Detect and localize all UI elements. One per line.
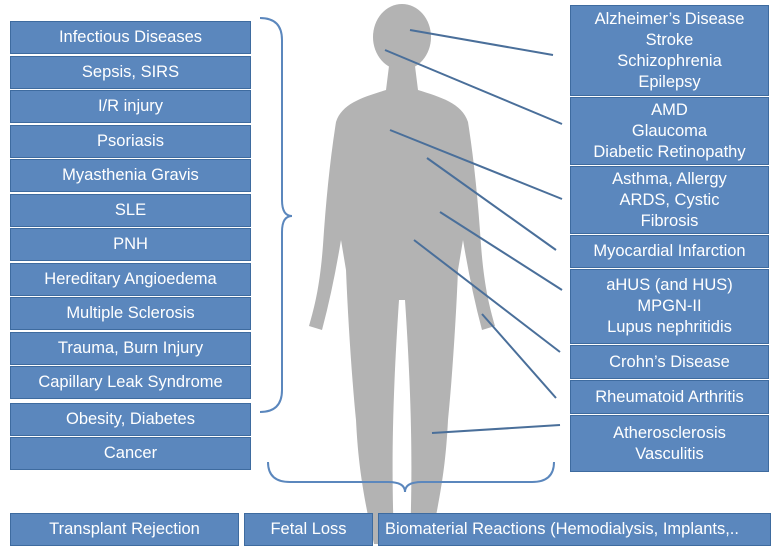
bottom-item-biomaterial-reactions: Biomaterial Reactions (Hemodialysis, Imp… [378, 513, 771, 546]
right-item-line: Crohn’s Disease [609, 352, 730, 373]
right-item-line: MPGN-II [637, 296, 701, 317]
left-brace [260, 18, 292, 412]
right-item-line: Epilepsy [638, 72, 700, 93]
bottom-item-label: Fetal Loss [270, 519, 346, 540]
left-item-label: I/R injury [98, 96, 163, 117]
bottom-brace [268, 462, 554, 492]
left-item-multiple-sclerosis: Multiple Sclerosis [10, 297, 251, 330]
left-item-capillary-leak-syndrome: Capillary Leak Syndrome [10, 366, 251, 399]
connector-joint [482, 314, 556, 398]
head-shape [373, 4, 431, 70]
right-item-gut-diseases: Crohn’s Disease [570, 345, 769, 379]
right-item-heart-diseases: Myocardial Infarction [570, 235, 769, 268]
bottom-item-fetal-loss: Fetal Loss [244, 513, 373, 546]
left-item-psoriasis: Psoriasis [10, 125, 251, 158]
left-item-label: Myasthenia Gravis [62, 165, 199, 186]
left-item-label: Cancer [104, 443, 157, 464]
right-item-line: Diabetic Retinopathy [593, 142, 745, 163]
left-item-label: Hereditary Angioedema [44, 269, 216, 290]
right-item-line: Vasculitis [635, 444, 703, 465]
right-item-line: Atherosclerosis [613, 423, 726, 444]
left-item-hereditary-angioedema: Hereditary Angioedema [10, 263, 251, 296]
left-item-label: SLE [115, 200, 146, 221]
right-item-line: Rheumatoid Arthritis [595, 387, 744, 408]
connector-vessel [432, 425, 560, 433]
left-item-label: Trauma, Burn Injury [58, 338, 203, 359]
left-item-cancer: Cancer [10, 437, 251, 470]
right-item-vessel-diseases: Atherosclerosis Vasculitis [570, 415, 769, 472]
left-item-myasthenia-gravis: Myasthenia Gravis [10, 159, 251, 192]
right-item-line: Alzheimer’s Disease [595, 9, 745, 30]
left-item-label: Obesity, Diabetes [66, 409, 195, 430]
left-item-label: Multiple Sclerosis [66, 303, 194, 324]
right-item-line: Schizophrenia [617, 51, 722, 72]
bottom-item-label: Biomaterial Reactions (Hemodialysis, Imp… [385, 514, 739, 545]
right-item-brain-diseases: Alzheimer’s Disease Stroke Schizophrenia… [570, 5, 769, 96]
connector-brain [410, 30, 553, 55]
right-item-kidney-diseases: aHUS (and HUS) MPGN-II Lupus nephritidis [570, 269, 769, 344]
bottom-item-transplant-rejection: Transplant Rejection [10, 513, 239, 546]
left-item-pnh: PNH [10, 228, 251, 261]
right-item-line: Stroke [646, 30, 694, 51]
right-item-joint-diseases: Rheumatoid Arthritis [570, 380, 769, 414]
left-item-trauma-burn-injury: Trauma, Burn Injury [10, 332, 251, 365]
left-item-obesity-diabetes: Obesity, Diabetes [10, 403, 251, 436]
right-item-line: ARDS, Cystic [620, 190, 720, 211]
right-item-line: AMD [651, 100, 688, 121]
left-item-infectious-diseases: Infectious Diseases [10, 21, 251, 54]
bottom-item-label: Transplant Rejection [49, 519, 200, 540]
left-item-label: Sepsis, SIRS [82, 62, 179, 83]
right-item-lung-diseases: Asthma, Allergy ARDS, Cystic Fibrosis [570, 166, 769, 234]
right-item-line: Glaucoma [632, 121, 707, 142]
left-item-sepsis-sirs: Sepsis, SIRS [10, 56, 251, 89]
right-item-line: Lupus nephritidis [607, 317, 732, 338]
left-item-label: PNH [113, 234, 148, 255]
right-item-line: Myocardial Infarction [593, 241, 745, 262]
left-item-label: Psoriasis [97, 131, 164, 152]
left-item-label: Capillary Leak Syndrome [38, 372, 222, 393]
right-item-line: Fibrosis [641, 211, 699, 232]
body-shape [309, 66, 495, 544]
left-item-ir-injury: I/R injury [10, 90, 251, 123]
left-item-label: Infectious Diseases [59, 27, 202, 48]
right-item-line: aHUS (and HUS) [606, 275, 733, 296]
left-item-sle: SLE [10, 194, 251, 227]
right-item-line: Asthma, Allergy [612, 169, 727, 190]
right-item-eye-diseases: AMD Glaucoma Diabetic Retinopathy [570, 97, 769, 165]
